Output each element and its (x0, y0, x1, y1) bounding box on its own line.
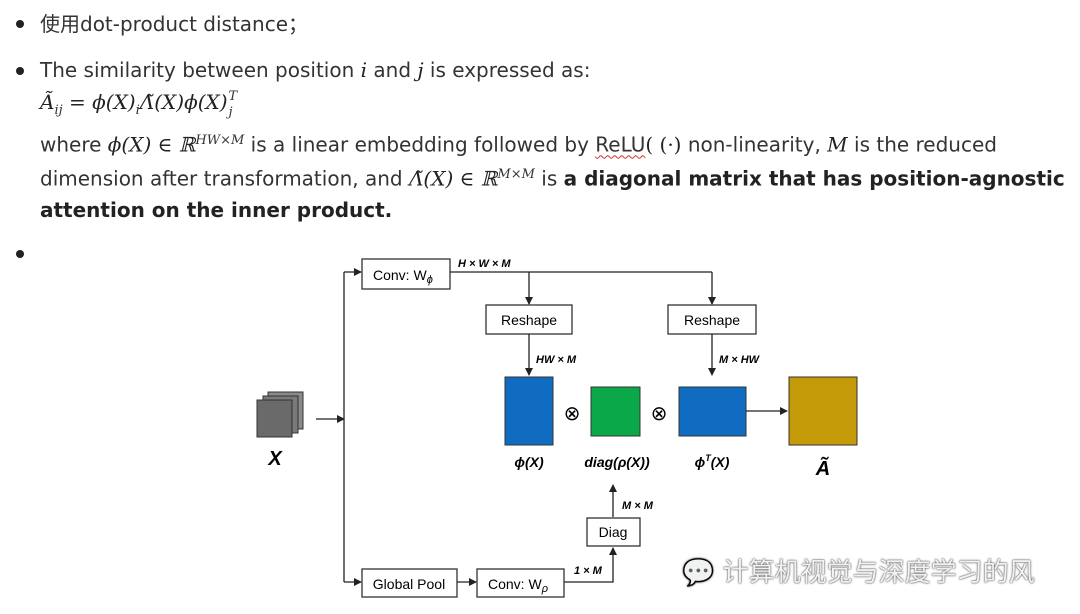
x-label: X (267, 448, 283, 470)
hw-m-label: HW × M (536, 354, 577, 366)
phi-matrix (504, 376, 554, 446)
otimes-1: ⊗ (564, 403, 581, 425)
diagonal-description-cont: attention on the inner product. (40, 198, 393, 222)
otimes-2: ⊗ (651, 403, 668, 425)
reshape-box-2 (667, 304, 757, 335)
bullet-text: 使用dot-product distance； (40, 12, 309, 36)
phi-t-matrix (678, 386, 747, 437)
phi-label: ϕ(X) (514, 454, 544, 470)
bullet-dot (16, 67, 24, 75)
reshape-box-1 (485, 304, 573, 335)
conv-phi-label: Conv: Wϕ (373, 267, 433, 286)
wechat-icon: 💬 (682, 558, 715, 588)
svg-text:Reshape: Reshape (684, 312, 740, 328)
conv-rho-box (476, 568, 565, 598)
mxm-label: M × M (622, 500, 654, 512)
embedding-description: where ϕ(X) ∈ ℝHW×M is a linear embedding… (40, 132, 997, 157)
one-m-label: 1 × M (574, 565, 603, 577)
svg-text:Global Pool: Global Pool (373, 576, 445, 592)
diag-box (586, 517, 641, 547)
bullet-dot (16, 250, 24, 258)
bullet-dot (16, 20, 24, 28)
watermark: 💬 计算机视觉与深度学习的风 (682, 558, 1035, 588)
diag-label: diag(ρ(X)) (584, 454, 650, 470)
global-pool-box (361, 568, 458, 598)
svg-text:Reshape: Reshape (501, 312, 557, 328)
input-stack-icon (256, 391, 304, 438)
conv-phi-box (361, 258, 451, 290)
phi-t-label: ϕT(X) (695, 453, 730, 470)
conv-rho-label: Conv: Wρ (488, 576, 548, 595)
similarity-intro: The similarity between position i and j … (40, 58, 591, 82)
svg-text:Diag: Diag (599, 524, 628, 540)
a-tilde-label: Ã (815, 457, 830, 480)
m-hw-label: M × HW (719, 354, 761, 366)
diag-matrix (590, 386, 641, 437)
hwm-label: H × W × M (458, 258, 511, 270)
diagonal-description: dimension after transformation, and Λ̃(X… (40, 166, 1065, 191)
output-matrix (788, 376, 858, 446)
